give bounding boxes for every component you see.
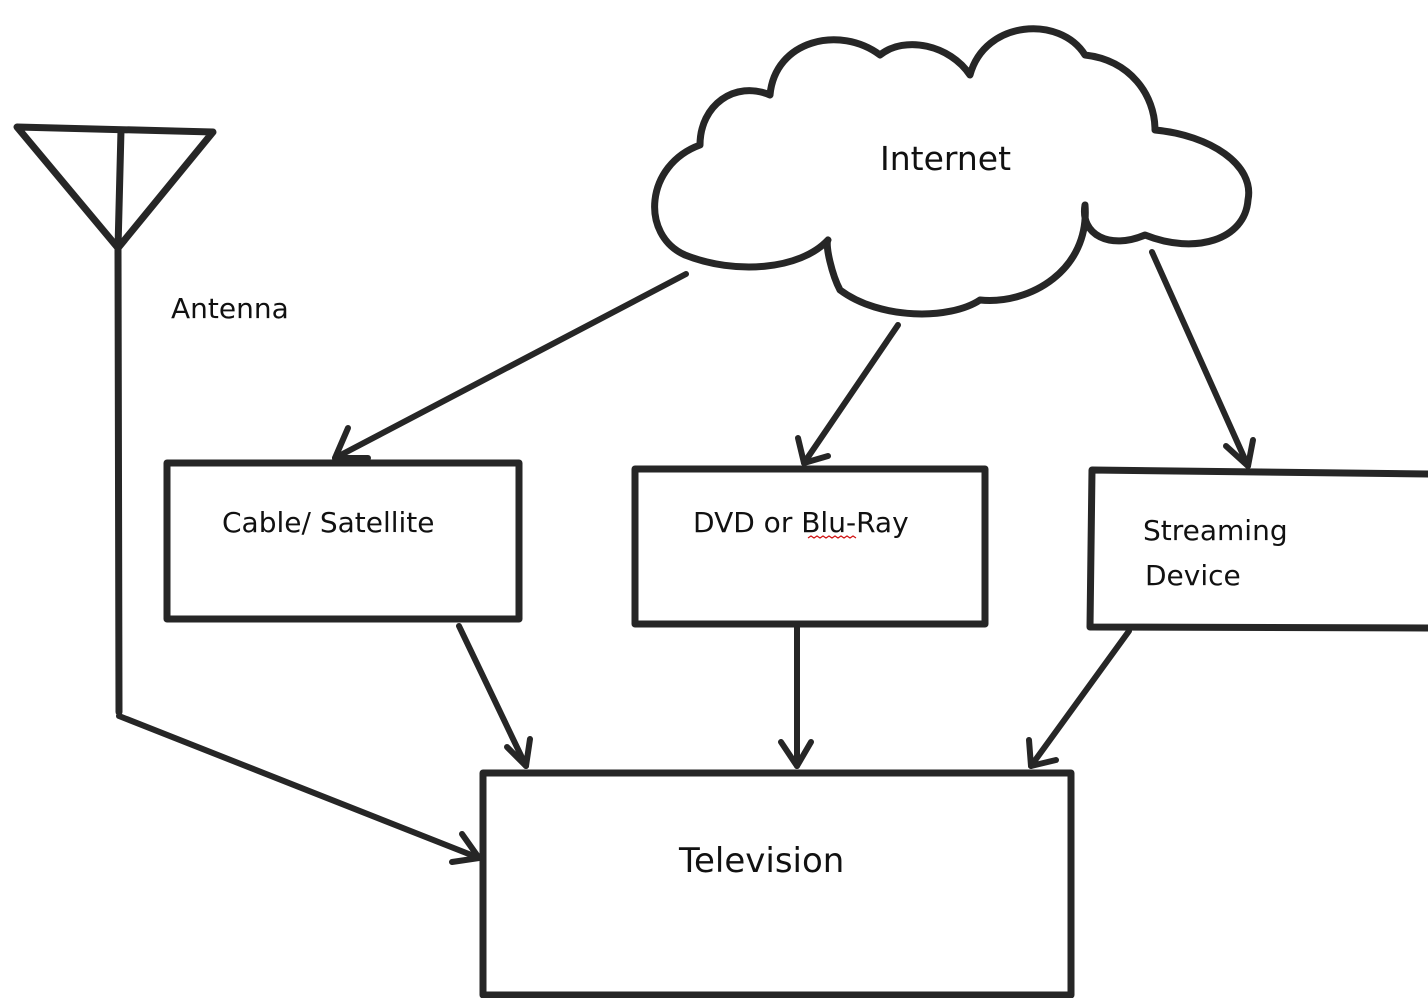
arrow-cable-satellite-to-television bbox=[456, 623, 533, 769]
internet-label: Internet bbox=[880, 139, 1011, 178]
spellcheck-underline bbox=[807, 535, 857, 539]
streaming-device-box bbox=[1086, 466, 1428, 632]
arrow-antenna-to-television bbox=[116, 713, 482, 865]
dvd-bluray-box bbox=[631, 465, 989, 628]
dvd-bluray-label: DVD or Blu-Ray bbox=[693, 506, 909, 539]
streaming-device-label-line2: Device bbox=[1145, 559, 1241, 592]
television-box bbox=[479, 769, 1075, 998]
arrow-streaming-device-to-television bbox=[1026, 628, 1132, 769]
cable-satellite-label: Cable/ Satellite bbox=[222, 506, 435, 539]
arrow-internet-to-cable-satellite bbox=[332, 271, 689, 461]
antenna-icon bbox=[13, 123, 217, 716]
arrow-internet-to-dvd-bluray bbox=[795, 322, 901, 466]
television-label: Television bbox=[678, 841, 844, 881]
internet-cloud bbox=[651, 25, 1253, 318]
cable-satellite-box bbox=[163, 459, 523, 623]
antenna-label: Antenna bbox=[171, 292, 289, 325]
streaming-device-label-line1: Streaming bbox=[1143, 514, 1288, 547]
arrow-internet-to-streaming-device bbox=[1149, 249, 1256, 469]
arrow-dvd-bluray-to-television bbox=[778, 622, 814, 769]
